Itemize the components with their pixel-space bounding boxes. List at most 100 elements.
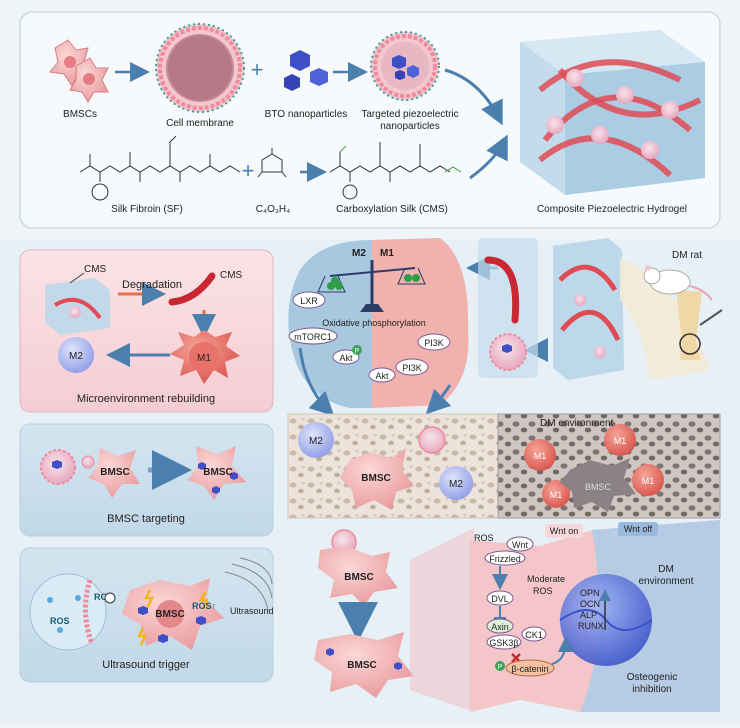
- targeting-panel: BMSC BMSC BMSC targeting: [19, 423, 274, 537]
- us-title: Ultrasound trigger: [102, 659, 190, 671]
- targeting-bmsc-1: BMSC: [100, 467, 129, 478]
- band-m2-cell-1: [298, 422, 334, 458]
- lxr-node: LXR: [292, 291, 326, 309]
- lightning-icon-2: [198, 591, 209, 610]
- cell-membrane-icon: [155, 23, 245, 113]
- akt-node-1: Akt: [332, 349, 360, 365]
- mtorc1-node: mTORC1: [288, 327, 338, 345]
- us-label: Ultrasound: [230, 606, 274, 616]
- phospho-label-wnt: P: [498, 664, 503, 671]
- band-m1-4: M1: [550, 490, 563, 500]
- femur-icon: [676, 290, 702, 360]
- pi3k-node-2: PI3K: [395, 358, 429, 376]
- band-m1-cell-3: [632, 464, 664, 496]
- dm-rat-icon: [643, 265, 713, 301]
- wnt-on: Wnt on: [550, 526, 579, 536]
- label-hydrogel: Composite Piezoelectric Hydrogel: [537, 204, 687, 215]
- phospho-badge-wnt: P: [495, 661, 505, 671]
- label-cell-membrane: Cell membrane: [166, 118, 234, 129]
- band-bmsc: BMSC: [361, 473, 390, 484]
- plus-sign-2: +: [242, 158, 255, 183]
- band-bmsc-grey: BMSC: [585, 482, 612, 492]
- gene-ocn: OCN: [580, 599, 600, 609]
- lightning-icon-3: [136, 627, 147, 646]
- band-m2-cell-2: [439, 466, 473, 500]
- beta-catenin-label: β-catenin: [511, 664, 548, 674]
- micro-degradation: Degradation: [122, 279, 182, 291]
- arrow-mac-to-band: [298, 347, 335, 417]
- frizzled-label: Frizzled: [489, 554, 521, 564]
- wnt-bmsc-top-label: BMSC: [344, 572, 373, 583]
- band-m1-cell-1: [524, 439, 556, 471]
- us-ros-2: ROS: [94, 592, 114, 602]
- ck1-node: CK1: [521, 626, 547, 642]
- label-bmscs: BMSCs: [63, 109, 97, 120]
- arrow-cms-to-gel: [469, 134, 508, 180]
- band-m1-3: M1: [642, 476, 655, 486]
- us-ros-1: ROS: [50, 616, 70, 626]
- wnt-ros2: ROS: [533, 586, 553, 596]
- band-m2-2: M2: [449, 479, 463, 490]
- osteo-2: inhibition: [632, 684, 671, 695]
- gel-fragment-icon: [45, 278, 110, 335]
- akt-node-2: Akt: [368, 367, 396, 383]
- wnt-ros: ROS: [474, 533, 494, 543]
- band-m2-1: M2: [309, 436, 323, 447]
- mac-m2: M2: [352, 248, 366, 259]
- wnt-node: Wnt: [506, 536, 534, 552]
- band-bmsc-cell: [340, 448, 414, 510]
- us-ros-3: ROS↑: [192, 601, 216, 611]
- mtorc1-label: mTORC1: [294, 332, 332, 342]
- wnt-moderate: Moderate: [527, 574, 565, 584]
- dm-env-2: environment: [638, 576, 693, 587]
- band-grey-bmsc: [560, 458, 636, 512]
- magnifier-icon: [104, 592, 116, 604]
- wnt-on-badge: [545, 524, 583, 538]
- cms-structure: [329, 142, 462, 200]
- label-cms: Carboxylation Silk (CMS): [336, 204, 448, 215]
- label-targeted-2: nanoparticles: [380, 121, 439, 132]
- dvl-node: DVL: [486, 590, 514, 606]
- akt-label-2: Akt: [375, 371, 389, 381]
- axin-label: Axin: [491, 622, 509, 632]
- phospho-label: P: [355, 348, 360, 355]
- bmsc-cell-icon-1: [88, 448, 140, 498]
- micro-cms-2: CMS: [220, 270, 243, 281]
- gene-opn: OPN: [580, 588, 600, 598]
- band-dm-env: DM environment: [540, 418, 614, 429]
- label-silk-fibroin: Silk Fibroin (SF): [111, 204, 183, 215]
- zoom-circle-icon: [29, 573, 107, 651]
- balance-scale-icon: [317, 260, 426, 312]
- us-bmsc: BMSC: [155, 609, 184, 620]
- anhydride-structure: [257, 148, 287, 178]
- oxphos-label: Oxidative phosphorylation: [322, 318, 426, 328]
- top-panel: BMSCs Cell membrane + BTO nanoparticles: [19, 11, 721, 229]
- implanted-gel-icon: [553, 238, 624, 380]
- m2-macrophage-icon: [58, 337, 94, 373]
- targeting-bmsc-2: BMSC: [203, 467, 232, 478]
- ultrasound-panel: ROS ROS BMSC ROS↑ Ultrasound Ultrasound …: [19, 547, 274, 683]
- gsk-node: GSK3β: [486, 634, 522, 650]
- micro-m2: M2: [69, 351, 83, 362]
- m1-macrophage-icon: [170, 330, 240, 384]
- mac-m1: M1: [380, 248, 394, 259]
- wnt-bmsc-top: [318, 546, 398, 606]
- band-m1-cell-4: [542, 480, 570, 508]
- gsk-label: GSK3β: [489, 638, 518, 648]
- arrow-np-to-gel: [444, 68, 503, 126]
- label-targeted-1: Targeted piezoelectric: [361, 109, 458, 120]
- composite-hydrogel-icon: [520, 30, 705, 195]
- dvl-label: DVL: [491, 594, 509, 604]
- syringe-icon: [699, 309, 723, 326]
- gene-alp: ALP: [580, 610, 597, 620]
- pi3k-node-1: PI3K: [417, 333, 451, 351]
- micro-title: Microenvironment rebuilding: [77, 393, 215, 405]
- dm-rat-label: DM rat: [672, 250, 702, 261]
- wnt-off-badge: [618, 522, 658, 536]
- axin-node: Axin: [486, 618, 514, 634]
- frizzled-node: Frizzled: [484, 550, 526, 566]
- pi3k-label-2: PI3K: [402, 363, 422, 373]
- ultrasound-waves-icon: [224, 557, 273, 611]
